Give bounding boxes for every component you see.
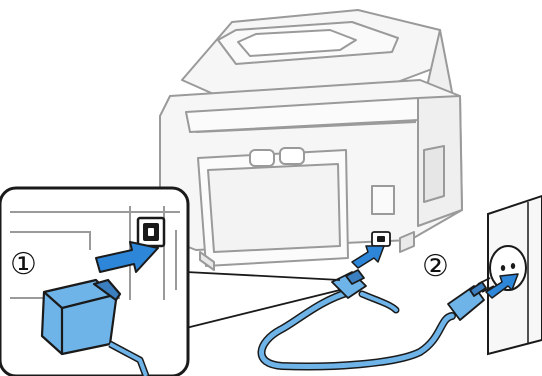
arrow-to-printer-inlet-icon <box>351 245 385 269</box>
wall-plug-icon <box>447 277 495 321</box>
power-cord-illustration <box>257 288 456 371</box>
zoom-inset-panel <box>0 186 190 376</box>
power-inlet-closeup-icon <box>136 216 166 248</box>
arrow-to-wall-outlet-icon <box>485 273 519 299</box>
power-connector-closeup-icon <box>40 278 150 376</box>
step-1-label: ① <box>10 247 37 282</box>
printer-illustration <box>159 9 463 271</box>
step-2-label: ② <box>422 249 449 284</box>
zoom-callout-lines <box>185 271 341 329</box>
printer-side-connector-icon <box>331 269 367 299</box>
arrow-into-inlet-icon <box>95 241 159 273</box>
